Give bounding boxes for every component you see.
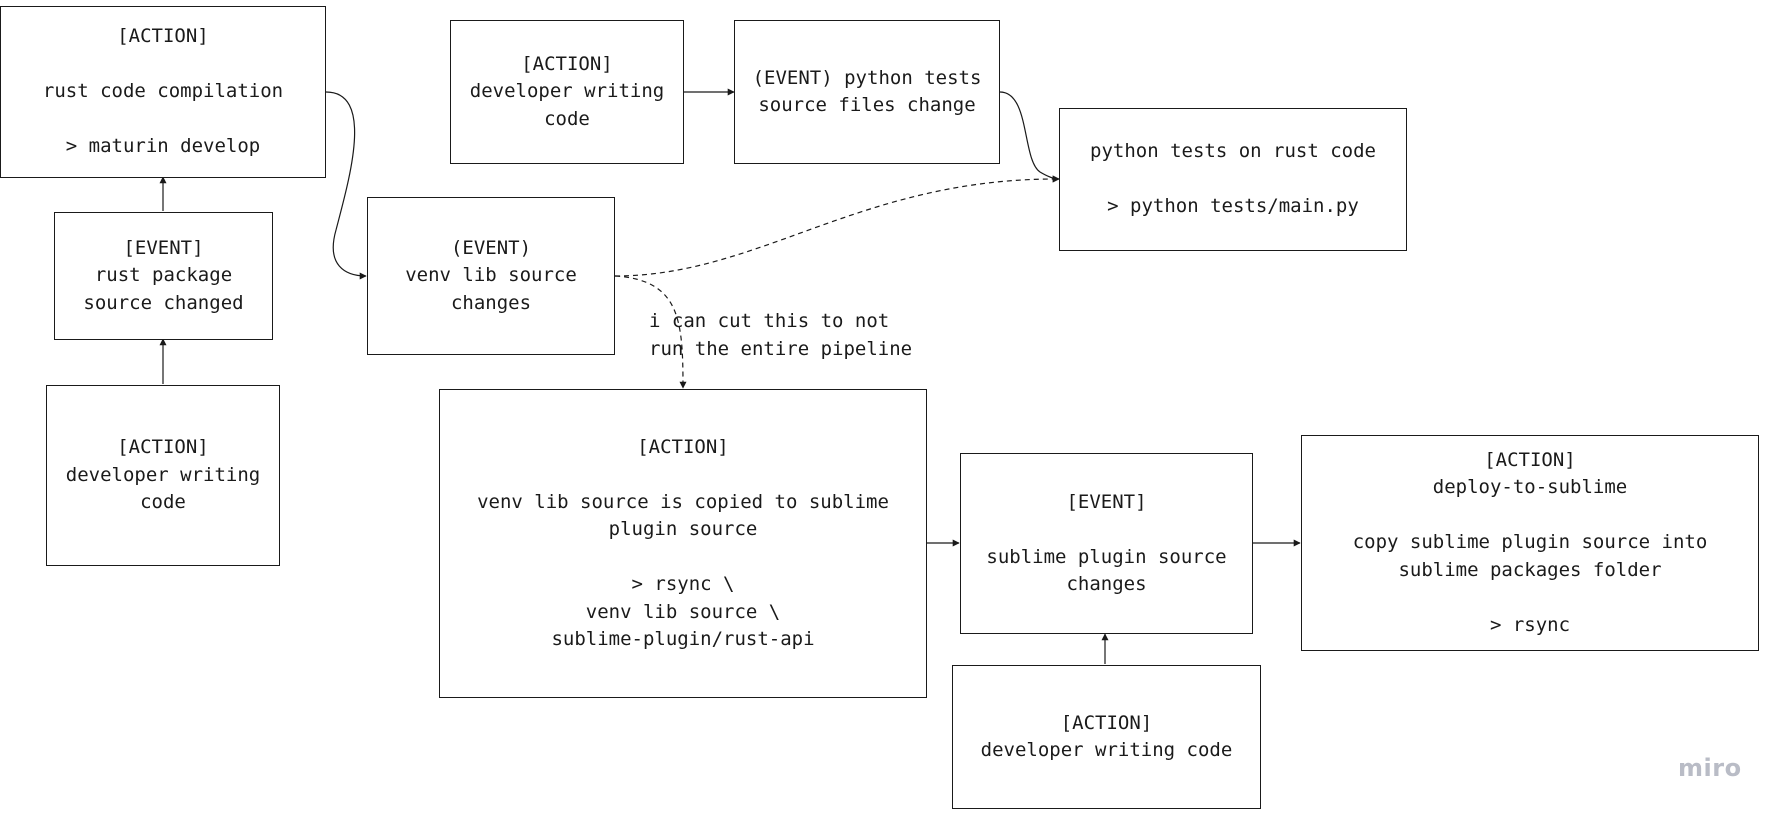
developer-writing-top-action: [ACTION] developer writing code: [450, 20, 684, 164]
venv-copy-action: [ACTION] venv lib source is copied to su…: [439, 389, 927, 698]
sublime-plugin-changes-event: [EVENT] sublime plugin source changes: [960, 453, 1253, 634]
edge-venv-to-pytests-run: [614, 175, 1060, 277]
rust-package-changed-text: [EVENT] rust package source changed: [83, 236, 244, 314]
rust-compile-action: [ACTION] rust code compilation > maturin…: [0, 6, 326, 178]
venv-lib-changes-text: (EVENT) venv lib source changes: [405, 236, 577, 314]
developer-writing-top-text: [ACTION] developer writing code: [469, 52, 665, 130]
miro-logo: miro: [1678, 754, 1742, 782]
pipeline-note: i can cut this to not run the entire pip…: [649, 310, 913, 360]
edge-pytests-change-to-run: [999, 91, 1060, 183]
edge-venv-to-copy: [614, 275, 687, 389]
developer-writing-bottom-action: [ACTION] developer writing code: [952, 665, 1261, 809]
rust-compile-action-text: [ACTION] rust code compilation > maturin…: [42, 25, 284, 158]
python-tests-change-text: (EVENT) python tests source files change: [752, 66, 982, 117]
deploy-to-sublime-text: [ACTION] deploy-to-sublime copy sublime …: [1352, 448, 1708, 636]
developer-writing-left-action: [ACTION] developer writing code: [46, 385, 280, 566]
python-tests-run-text: python tests on rust code > python tests…: [1090, 140, 1376, 218]
edge-compile-to-venv: [325, 91, 367, 280]
sublime-plugin-changes-text: [EVENT] sublime plugin source changes: [986, 490, 1227, 596]
rust-package-changed-event: [EVENT] rust package source changed: [54, 212, 273, 340]
deploy-to-sublime-action: [ACTION] deploy-to-sublime copy sublime …: [1301, 435, 1759, 651]
developer-writing-bottom-text: [ACTION] developer writing code: [980, 711, 1233, 762]
python-tests-change-event: (EVENT) python tests source files change: [734, 20, 1000, 164]
venv-copy-text: [ACTION] venv lib source is copied to su…: [477, 435, 889, 651]
venv-lib-changes-event: (EVENT) venv lib source changes: [367, 197, 615, 355]
developer-writing-left-text: [ACTION] developer writing code: [65, 436, 261, 514]
python-tests-run-action: python tests on rust code > python tests…: [1059, 108, 1407, 251]
